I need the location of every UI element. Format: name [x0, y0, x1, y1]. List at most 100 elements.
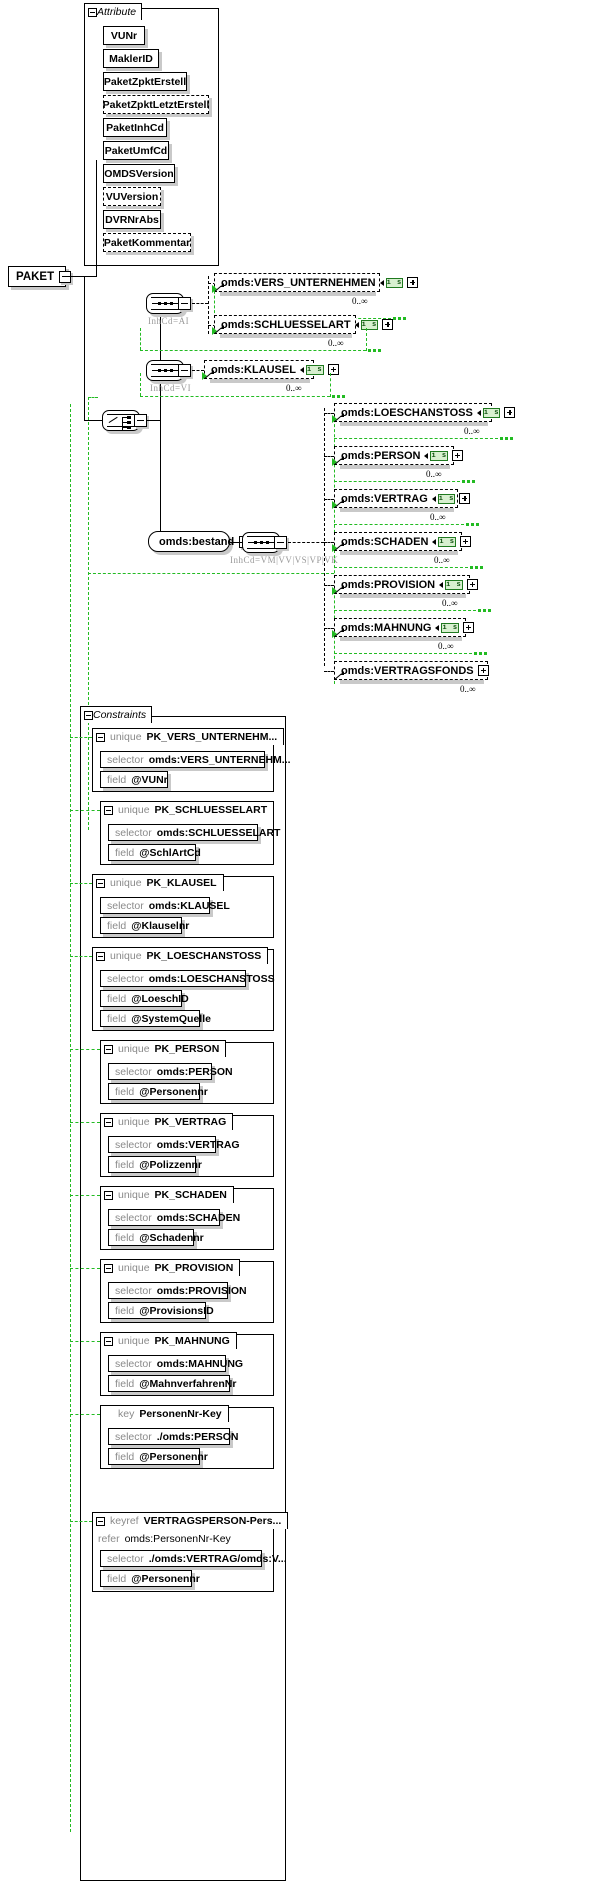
plus-icon[interactable] — [452, 450, 464, 461]
constraint-field-row[interactable]: field @SchlArtCd — [108, 844, 201, 861]
plus-icon[interactable] — [460, 536, 472, 547]
attribute-dvrnrabs[interactable]: DVRNrAbs — [103, 210, 161, 229]
element-label: omds:VERTRAG — [341, 492, 428, 505]
occurrence-label: 0..∞ — [464, 426, 480, 436]
attribute-vuversion[interactable]: VUVersion — [103, 187, 161, 206]
constraint-header-6[interactable]: unique PK_SCHADEN — [100, 1186, 234, 1203]
sequence-expand-toggle[interactable] — [274, 536, 287, 549]
constraint-selector-row[interactable]: selector ./omds:VERTRAG/omds:V... — [100, 1550, 287, 1567]
constraint-selector-row[interactable]: selector omds:SCHADEN — [108, 1209, 240, 1226]
minus-icon[interactable] — [104, 1044, 113, 1054]
constraint-header-0[interactable]: unique PK_VERS_UNTERNEHM... — [92, 728, 285, 745]
constraint-selector-row[interactable]: selector omds:PROVISION — [108, 1282, 247, 1299]
attribute-vunr[interactable]: VUNr — [103, 26, 145, 45]
element-label: omds:MAHNUNG — [341, 621, 432, 634]
constraint-field-row[interactable]: field @Personennr — [100, 1570, 200, 1587]
sequence-compositor-bestand[interactable] — [242, 532, 288, 553]
element-person[interactable]: omds:PERSON i s — [334, 446, 464, 465]
reference-line — [334, 653, 472, 654]
element-vertragsfonds[interactable]: omds:VERTRAGSFONDS — [334, 661, 489, 680]
attribute-group-tab[interactable]: Attribute — [84, 3, 143, 20]
minus-icon[interactable] — [96, 878, 105, 888]
constraint-selector-row[interactable]: selector omds:VERS_UNTERNEHM... — [100, 751, 291, 768]
constraint-header-5[interactable]: unique PK_VERTRAG — [100, 1113, 234, 1130]
constraints-group-tab[interactable]: Constraints — [80, 706, 153, 723]
constraint-selector-row[interactable]: selector omds:KLAUSEL — [100, 897, 230, 914]
plus-icon[interactable] — [477, 665, 489, 676]
constraint-kind: unique — [118, 804, 150, 816]
sequence-expand-toggle[interactable] — [178, 364, 191, 377]
plus-icon[interactable] — [382, 319, 394, 330]
constraint-header-1[interactable]: unique PK_SCHLUESSELART — [100, 801, 275, 818]
constraint-field-row[interactable]: field @Personennr — [108, 1083, 208, 1100]
minus-icon[interactable] — [104, 1336, 113, 1346]
element-provision[interactable]: omds:PROVISION i s — [334, 575, 478, 594]
element-klausel[interactable]: omds:KLAUSEL i s — [204, 360, 339, 379]
plus-icon[interactable] — [463, 622, 475, 633]
row-key: field — [107, 992, 127, 1005]
reference-arrow-icon — [215, 283, 224, 292]
constraint-field-row[interactable]: field @Polizzennr — [108, 1156, 202, 1173]
connector-dashed — [324, 628, 334, 629]
constraint-field-row[interactable]: field @Klauselnr — [100, 917, 189, 934]
constraint-selector-row[interactable]: selector ./omds:PERSON — [108, 1428, 238, 1445]
row-value: ./omds:PERSON — [156, 1430, 239, 1443]
constraint-header-4[interactable]: unique PK_PERSON — [100, 1040, 227, 1057]
constraint-field-row[interactable]: field @LoeschID — [100, 990, 189, 1007]
plus-icon[interactable] — [407, 277, 419, 288]
choice-compositor[interactable] — [102, 410, 148, 431]
attribute-paketzpkterstell[interactable]: PaketZpktErstell — [103, 72, 187, 91]
element-loeschanstoss[interactable]: omds:LOESCHANSTOSS i s — [334, 403, 516, 422]
root-element-label: PAKET — [16, 270, 55, 283]
minus-icon[interactable] — [84, 710, 93, 720]
constraint-selector-row[interactable]: selector omds:LOESCHANSTOSS — [100, 970, 275, 987]
attribute-maklerid[interactable]: MaklerID — [103, 49, 159, 68]
connector — [230, 542, 242, 543]
element-vertrag[interactable]: omds:VERTRAG i s — [334, 489, 471, 508]
attribute-paketkommentar[interactable]: PaketKommentar — [103, 233, 191, 252]
choice-expand-toggle[interactable] — [134, 414, 147, 427]
element-mahnung[interactable]: omds:MAHNUNG i s — [334, 618, 475, 637]
attribute-paketzpktletzterstell[interactable]: PaketZpktLetztErstell — [103, 95, 209, 114]
plus-icon[interactable] — [327, 364, 339, 375]
minus-icon[interactable] — [88, 7, 97, 17]
sequence-compositor-vi[interactable] — [146, 360, 192, 381]
minus-icon[interactable] — [96, 1516, 105, 1526]
attribute-omdsversion[interactable]: OMDSVersion — [103, 164, 175, 183]
element-vers-unternehmen[interactable]: omds:VERS_UNTERNEHMEN i s — [214, 273, 419, 292]
minus-icon[interactable] — [104, 805, 113, 815]
constraint-header-2[interactable]: unique PK_KLAUSEL — [92, 874, 224, 891]
plus-icon[interactable] — [504, 407, 516, 418]
constraint-header-9[interactable]: key PersonenNr-Key — [100, 1405, 229, 1422]
element-schaden[interactable]: omds:SCHADEN i s — [334, 532, 472, 551]
constraint-header-8[interactable]: unique PK_MAHNUNG — [100, 1332, 237, 1349]
constraint-field-row[interactable]: field @Personennr — [108, 1448, 208, 1465]
constraint-selector-row[interactable]: selector omds:SCHLUESSELART — [108, 824, 280, 841]
constraint-header-10[interactable]: keyref VERTRAGSPERSON-Pers... — [92, 1512, 289, 1529]
row-key: field — [115, 1377, 135, 1390]
constraint-field-row[interactable]: field @ProvisionsID — [108, 1302, 214, 1319]
attribute-paketinhcd[interactable]: PaketInhCd — [103, 118, 167, 137]
minus-icon[interactable] — [104, 1117, 113, 1127]
plus-icon[interactable] — [466, 579, 478, 590]
constraint-header-3[interactable]: unique PK_LOESCHANSTOSS — [92, 947, 269, 964]
plus-icon[interactable] — [459, 493, 471, 504]
constraint-selector-row[interactable]: selector omds:VERTRAG — [108, 1136, 240, 1153]
sequence-expand-toggle[interactable] — [178, 297, 191, 310]
minus-icon[interactable] — [104, 1263, 113, 1273]
minus-icon[interactable] — [96, 951, 105, 961]
sequence-compositor-ai[interactable] — [146, 293, 192, 314]
attribute-paketumfcd[interactable]: PaketUmfCd — [103, 141, 169, 160]
root-element-paket[interactable]: PAKET — [8, 266, 72, 287]
constraint-field-row[interactable]: field @MahnverfahrenNr — [108, 1375, 236, 1392]
minus-icon[interactable] — [96, 732, 105, 742]
constraint-field-row[interactable]: field @SystemQuelle — [100, 1010, 211, 1027]
constraint-header-7[interactable]: unique PK_PROVISION — [100, 1259, 241, 1276]
constraint-selector-row[interactable]: selector omds:PERSON — [108, 1063, 233, 1080]
constraint-field-row[interactable]: field @Schadennr — [108, 1229, 204, 1246]
constraint-field-row[interactable]: field @VUNr — [100, 771, 168, 788]
minus-icon[interactable] — [104, 1190, 113, 1200]
element-schluesselart[interactable]: omds:SCHLUESSELART i s — [214, 315, 394, 334]
element-bestand[interactable]: omds:bestand — [148, 531, 252, 552]
constraint-selector-row[interactable]: selector omds:MAHNUNG — [108, 1355, 243, 1372]
